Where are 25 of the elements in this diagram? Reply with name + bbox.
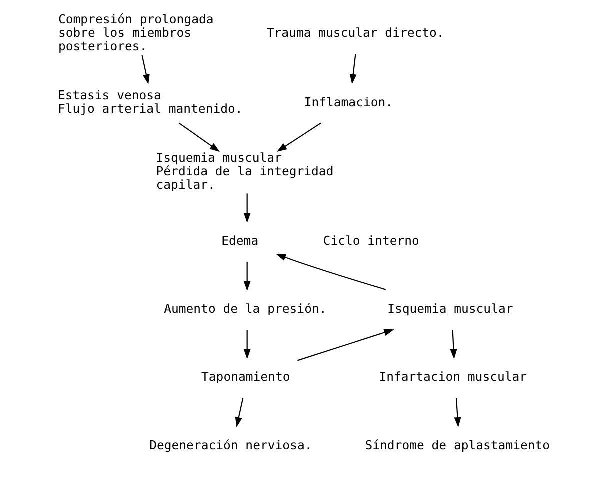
- arrow: [298, 329, 394, 362]
- arrow: [350, 54, 357, 84]
- arrow: [179, 122, 220, 152]
- arrow: [276, 254, 386, 290]
- arrow: [244, 262, 251, 292]
- label: Ciclo interno: [323, 234, 420, 248]
- arrow: [142, 55, 150, 85]
- arrow: [244, 330, 251, 360]
- node-text: Síndrome de aplastamiento: [365, 438, 550, 452]
- node-text: Inflamacion.: [304, 95, 394, 110]
- node-text: Taponamiento: [202, 370, 290, 384]
- arrow: [244, 194, 251, 224]
- arrow: [454, 398, 462, 428]
- node-text: Degeneración nerviosa.: [150, 438, 312, 452]
- node-text: Estasis venosa Flujo arterial mantenido.: [58, 88, 243, 116]
- arrow: [235, 398, 244, 428]
- node-text: Compresión prolongada sobre los miembros posteriores.: [58, 12, 214, 54]
- node-text: Infartacion muscular: [379, 370, 528, 384]
- node-text: Isquemia muscular: [388, 302, 514, 316]
- arrow: [276, 122, 322, 152]
- node-text: Isquemia muscular Pérdida de la integridad capilar.: [156, 151, 334, 192]
- node-text: Edema: [222, 234, 259, 248]
- node-text: Trauma muscular directo.: [266, 26, 444, 40]
- arrow: [450, 330, 458, 360]
- node-text: Aumento de la presión.: [164, 302, 327, 316]
